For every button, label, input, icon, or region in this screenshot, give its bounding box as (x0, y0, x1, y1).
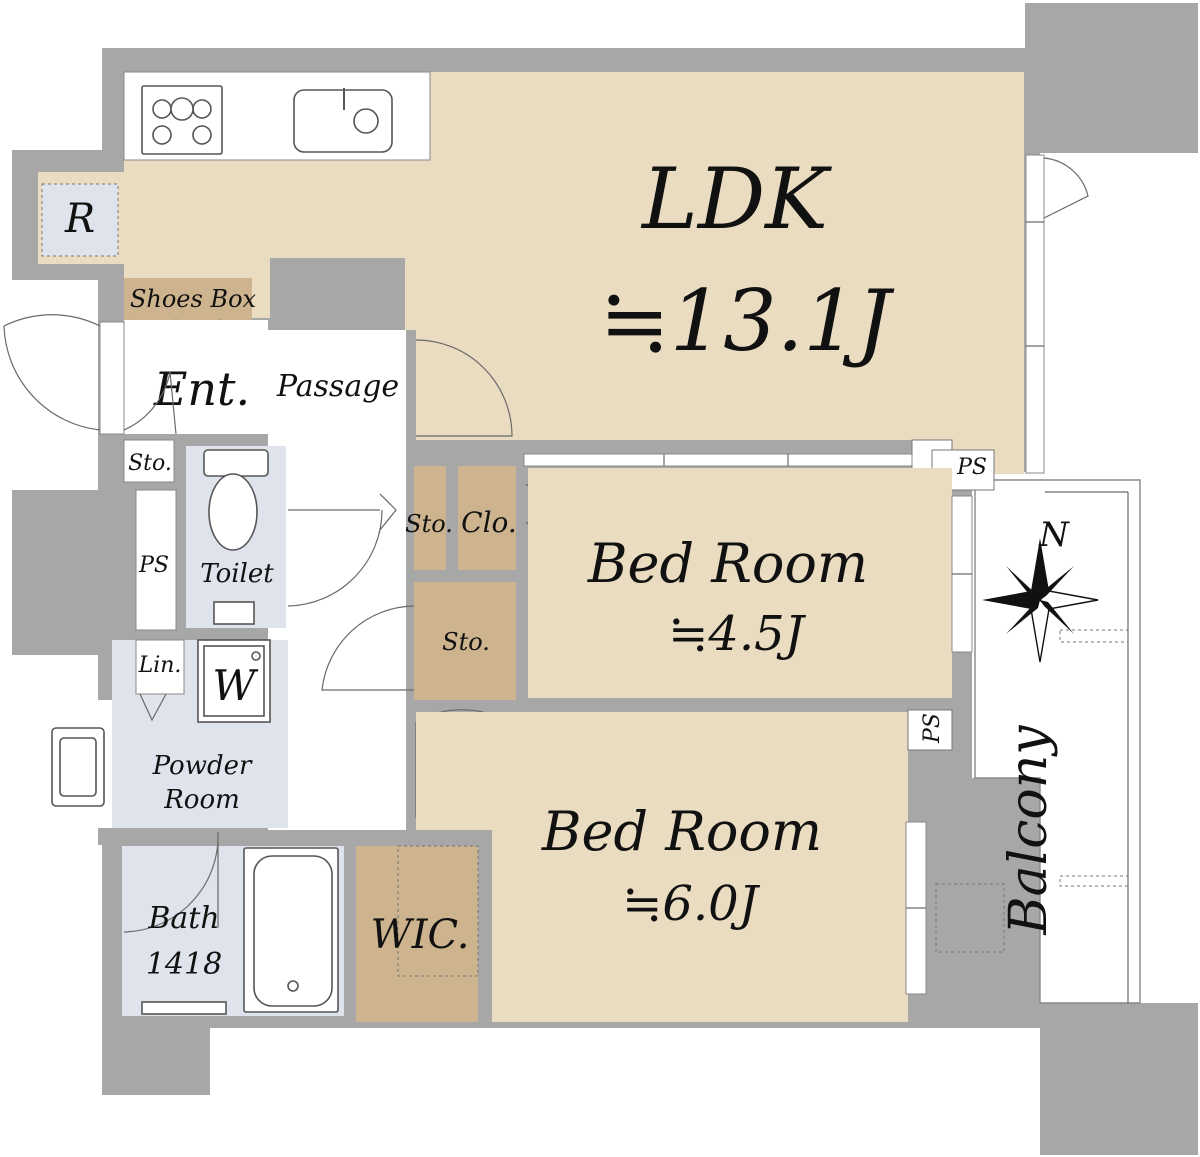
bedroom-2-label: Bed Room (541, 800, 822, 863)
storage-large-door (321, 605, 415, 691)
bedroom-2-window (905, 821, 927, 995)
balcony-area (935, 479, 1141, 1004)
ac-outdoor-unit (935, 883, 1005, 953)
linen-label-overlay: Lin. (138, 653, 182, 678)
column-left (12, 490, 112, 655)
powder-room-label-line1: Powder (152, 751, 253, 781)
bedroom-1-label: Bed Room (587, 532, 868, 595)
ldk-door (415, 339, 513, 437)
entrance-door (3, 314, 177, 435)
room-ldk (38, 72, 1024, 474)
bedroom-1-size-label: ≒4.5J (668, 606, 807, 662)
pipe-space-label-bedroom: PS (920, 713, 945, 744)
storage-entrance-label: Sto. (128, 451, 172, 476)
bedroom-1-window (951, 495, 973, 653)
column-top-right (1025, 3, 1198, 153)
balcony-fixture (1059, 629, 1129, 643)
refrigerator-space (41, 183, 119, 257)
bathtub-icon (243, 847, 339, 1013)
passage-label: Passage (276, 369, 399, 404)
toilet-label: Toilet (200, 559, 274, 589)
washer-label: W (212, 661, 259, 710)
wic-label: WIC. (371, 912, 470, 958)
bath-door (123, 831, 219, 933)
storage-large (414, 582, 516, 700)
bath-step (141, 1001, 227, 1015)
ldk-window (1025, 154, 1089, 474)
compass-north-label: N (1038, 515, 1070, 555)
storage-mid (414, 466, 446, 570)
bedroom-2-size-label: ≒6.0J (622, 876, 761, 932)
entrance (124, 320, 268, 434)
entrance-label: Ent. (153, 362, 250, 416)
balcony-fixture (1059, 875, 1129, 887)
powder-room-label-line2: Room (163, 785, 240, 815)
pipe-space-left (135, 489, 177, 631)
ldk-size-label: ≒13.1J (599, 272, 894, 370)
bath-label: Bath (147, 901, 219, 936)
shoes-box (124, 278, 252, 320)
ldk-label: LDK (640, 150, 832, 248)
storage-mid-label: Sto. (405, 510, 453, 538)
pipe-space-label-ldk: PS (956, 455, 987, 480)
stove-icon (141, 85, 223, 155)
kitchen-sink-icon (293, 88, 393, 153)
bath-size-label: 1418 (146, 947, 222, 982)
walk-in-closet (356, 846, 478, 1022)
toilet-icon (203, 449, 269, 625)
room-bedroom-2 (416, 712, 908, 1022)
shoes-box-label: Shoes Box (130, 285, 257, 313)
column-bottom-right (1040, 1003, 1198, 1155)
closet (458, 466, 516, 570)
storage-entrance (123, 439, 175, 483)
sliding-door-bedroom-1 (523, 453, 913, 467)
refrigerator-label: R (64, 196, 95, 242)
room-bedroom-1 (528, 468, 952, 698)
washbasin-icon (51, 727, 105, 807)
washer-icon (197, 639, 271, 723)
compass-icon (982, 538, 1099, 663)
storage-large-label: Sto. (442, 628, 490, 656)
linen-door (139, 693, 167, 722)
pipe-space-label-left: PS (138, 553, 169, 578)
balcony-label: Balcony (999, 725, 1059, 936)
closet-label: Clo. (461, 506, 517, 539)
pipe-space-bedroom (907, 709, 953, 751)
